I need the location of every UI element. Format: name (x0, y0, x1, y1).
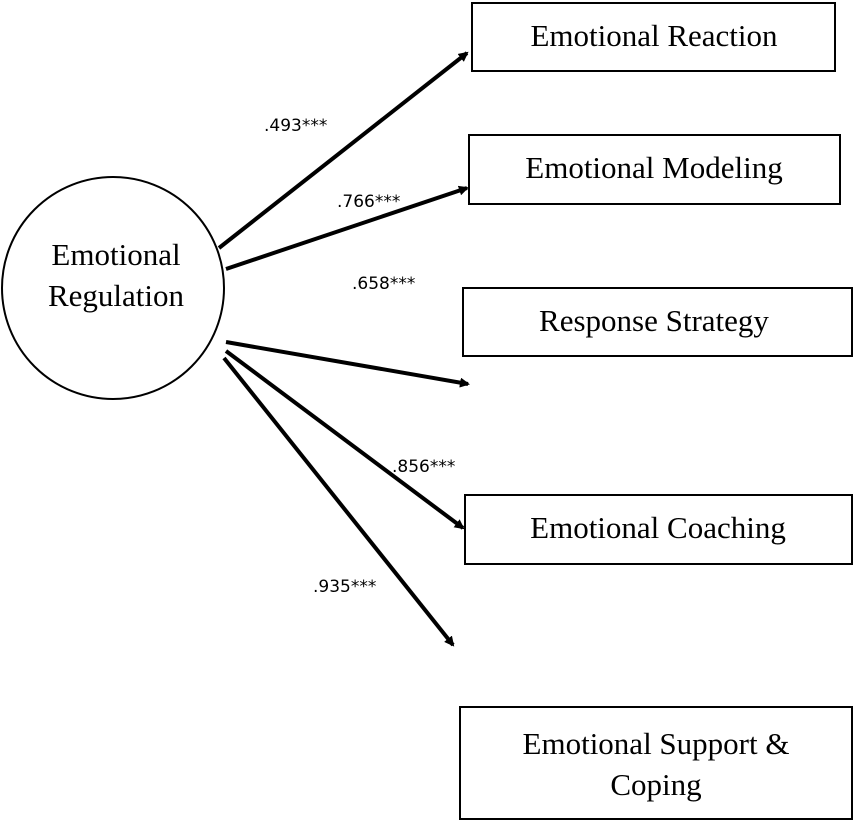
indicator-box-emotional-coaching: Emotional Coaching (464, 494, 853, 565)
path-arrow-emotional-modeling (225, 185, 469, 271)
path-arrow-emotional-coaching (224, 349, 465, 530)
indicator-box-emotional-support-coping: Emotional Support & Coping (459, 706, 853, 820)
indicator-label-emotional-coaching: Emotional Coaching (530, 510, 786, 545)
path-arrow-emotional-support (222, 356, 455, 647)
indicator-label-emotional-modeling: Emotional Modeling (525, 150, 782, 185)
coefficient-response-strategy: .658*** (352, 274, 415, 294)
path-arrow-response-strategy (225, 340, 470, 388)
coefficient-emotional-support: .935*** (313, 577, 376, 597)
indicator-label-response-strategy: Response Strategy (539, 303, 769, 338)
indicator-box-emotional-modeling: Emotional Modeling (468, 134, 841, 205)
latent-label-line1: Emotional (51, 237, 180, 272)
indicator-box-emotional-reaction: Emotional Reaction (471, 2, 836, 72)
coefficient-emotional-coaching: .856*** (392, 457, 455, 477)
path-arrow-emotional-reaction (217, 51, 469, 250)
latent-label-line2: Regulation (48, 278, 185, 313)
indicator-label-emotional-reaction: Emotional Reaction (530, 18, 778, 53)
indicator-box-response-strategy: Response Strategy (462, 287, 853, 357)
coefficient-emotional-modeling: .766*** (337, 192, 400, 212)
coefficient-emotional-reaction: .493*** (264, 116, 327, 136)
indicator-label-emotional-support-line2: Coping (610, 767, 701, 802)
indicator-label-emotional-support-line1: Emotional Support & (523, 726, 790, 761)
latent-node-emotional-regulation: Emotional Regulation (1, 176, 225, 400)
